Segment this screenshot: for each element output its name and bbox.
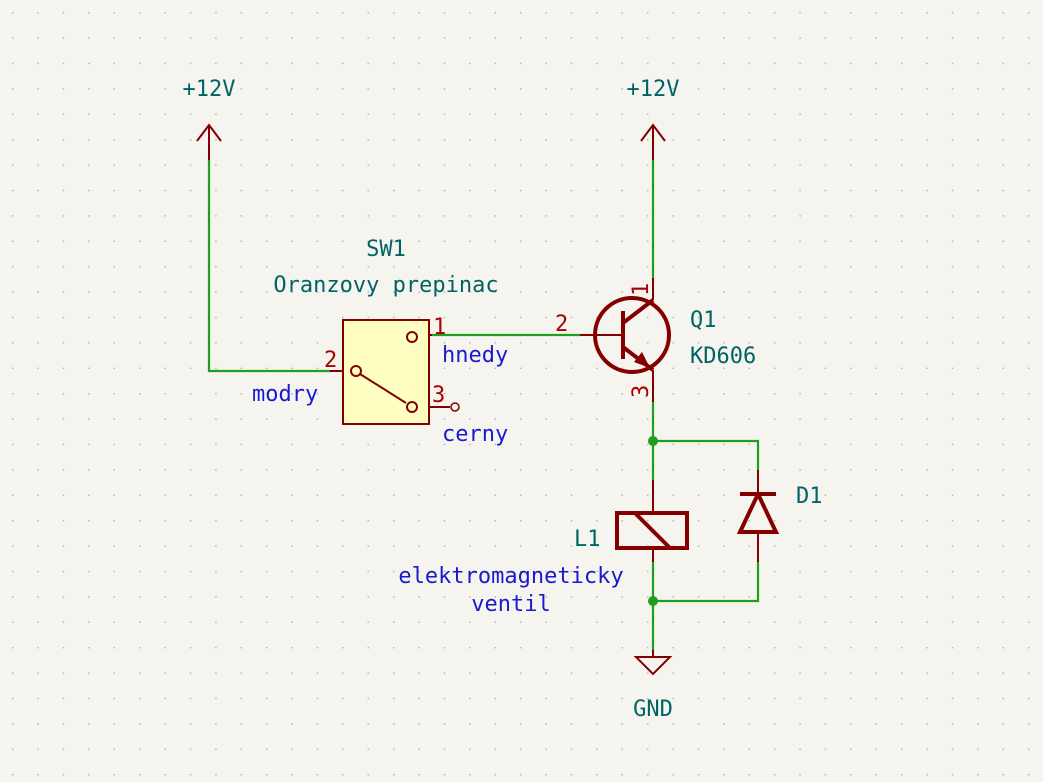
- coil-body: [615, 511, 689, 550]
- switch-value: Oranzovy prepinac: [273, 273, 498, 298]
- switch-pin3-label: cerny: [442, 422, 508, 447]
- diode-d1[interactable]: D1: [736, 470, 823, 562]
- transistor-value: KD606: [690, 344, 756, 369]
- power-right-12v[interactable]: +12V: [627, 77, 680, 160]
- switch-pin1-number: 1: [433, 315, 446, 340]
- coil-diagonal: [633, 511, 672, 550]
- switch-pin1-label: hnedy: [442, 343, 508, 368]
- switch-pin2-number: 2: [324, 348, 337, 373]
- switch-ref: SW1: [366, 237, 406, 262]
- power-left-12v[interactable]: +12V: [183, 77, 236, 160]
- coil-ref: L1: [574, 527, 601, 552]
- coil-l1[interactable]: L1 elektromagneticky ventil: [398, 480, 689, 617]
- switch-pin2-label: modry: [252, 382, 318, 407]
- coil-value-line1: elektromagneticky: [398, 564, 623, 589]
- power-right-label: +12V: [627, 77, 680, 102]
- coil-value-line2: ventil: [471, 592, 550, 617]
- ground-label: GND: [633, 697, 673, 722]
- switch-pin3-unconnected: [450, 402, 460, 412]
- wire-left-12v-to-switch[interactable]: [207, 158, 332, 373]
- transistor-q1[interactable]: 1 3 2 Q1 KD606: [555, 278, 756, 402]
- transistor-pin2-number: 2: [555, 312, 568, 337]
- switch-pin3-number: 3: [432, 383, 445, 408]
- transistor-body: [593, 296, 671, 374]
- junction-top: [648, 436, 658, 446]
- transistor-pin3-number: 3: [629, 385, 654, 398]
- wire-diode-to-node-bottom[interactable]: [651, 560, 760, 603]
- power-left-label: +12V: [183, 77, 236, 102]
- diode-triangle: [736, 489, 780, 534]
- wire-node-top-to-diode[interactable]: [651, 439, 760, 472]
- transistor-ref: Q1: [690, 308, 717, 333]
- ground-symbol[interactable]: GND: [633, 650, 673, 722]
- diode-ref: D1: [796, 484, 823, 509]
- transistor-pin1-number: 1: [629, 283, 654, 296]
- switch-body: [342, 319, 430, 425]
- emitter-arrow: [634, 352, 650, 368]
- switch-sw1[interactable]: SW1 Oranzovy prepinac 1 2 3 hnedy modry …: [252, 237, 508, 447]
- junction-bottom: [648, 596, 658, 606]
